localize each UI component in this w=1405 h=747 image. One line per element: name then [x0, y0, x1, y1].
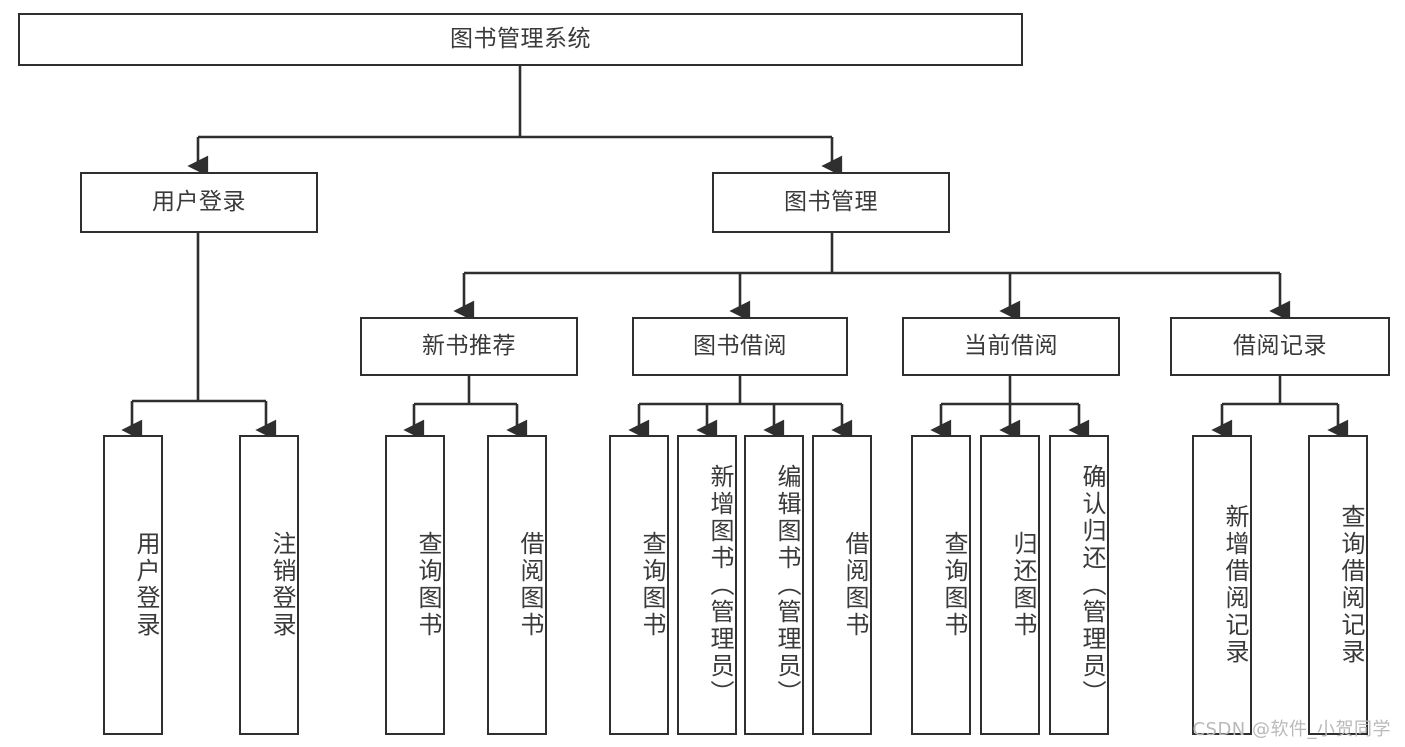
- node-current-borrow[interactable]: 当前借阅: [902, 317, 1120, 376]
- node-leaf-query-record-label: 查询借阅记录: [1337, 504, 1365, 666]
- node-leaf-logout-login[interactable]: 注销登录: [239, 435, 299, 735]
- node-leaf-add-record[interactable]: 新增借阅记录: [1192, 435, 1252, 735]
- node-leaf-query-book-1-label: 查询图书: [414, 531, 442, 639]
- node-leaf-borrow-book-2-label: 借阅图书: [841, 531, 869, 639]
- node-leaf-borrow-book-1-label: 借阅图书: [516, 531, 544, 639]
- node-leaf-add-record-label: 新增借阅记录: [1221, 504, 1249, 666]
- node-book-borrow-label: 图书借阅: [693, 332, 787, 359]
- node-leaf-add-book-label: 新增图书（管理员）: [706, 463, 734, 707]
- node-leaf-confirm-return[interactable]: 确认归还（管理员）: [1049, 435, 1109, 735]
- node-leaf-return-book-label: 归还图书: [1009, 531, 1037, 639]
- node-leaf-borrow-book-2[interactable]: 借阅图书: [812, 435, 872, 735]
- node-book-borrow[interactable]: 图书借阅: [632, 317, 848, 376]
- node-leaf-query-book-2-label: 查询图书: [638, 531, 666, 639]
- watermark-text: CSDN @软件_小贺同学: [1192, 719, 1391, 740]
- node-current-borrow-label: 当前借阅: [964, 332, 1058, 359]
- node-leaf-user-login[interactable]: 用户登录: [103, 435, 163, 735]
- node-leaf-confirm-return-label: 确认归还（管理员）: [1078, 463, 1106, 707]
- node-leaf-query-book-3[interactable]: 查询图书: [911, 435, 971, 735]
- node-user-login-label: 用户登录: [152, 188, 246, 215]
- node-borrow-record[interactable]: 借阅记录: [1170, 317, 1390, 376]
- node-leaf-query-book-2[interactable]: 查询图书: [609, 435, 669, 735]
- node-leaf-query-book-3-label: 查询图书: [940, 531, 968, 639]
- node-leaf-borrow-book-1[interactable]: 借阅图书: [487, 435, 547, 735]
- node-leaf-add-book[interactable]: 新增图书（管理员）: [677, 435, 737, 735]
- node-leaf-logout-login-label: 注销登录: [268, 531, 296, 639]
- node-leaf-query-record[interactable]: 查询借阅记录: [1308, 435, 1368, 735]
- node-new-book-recommend-label: 新书推荐: [422, 332, 516, 359]
- node-root-label: 图书管理系统: [450, 25, 591, 52]
- node-root[interactable]: 图书管理系统: [18, 13, 1023, 66]
- node-leaf-edit-book[interactable]: 编辑图书（管理员）: [744, 435, 804, 735]
- node-leaf-return-book[interactable]: 归还图书: [980, 435, 1040, 735]
- node-leaf-query-book-1[interactable]: 查询图书: [385, 435, 445, 735]
- node-book-management[interactable]: 图书管理: [712, 172, 950, 233]
- node-leaf-user-login-label: 用户登录: [132, 531, 160, 639]
- node-borrow-record-label: 借阅记录: [1233, 332, 1327, 359]
- node-user-login[interactable]: 用户登录: [80, 172, 318, 233]
- node-book-management-label: 图书管理: [784, 188, 878, 215]
- node-new-book-recommend[interactable]: 新书推荐: [360, 317, 578, 376]
- node-leaf-edit-book-label: 编辑图书（管理员）: [773, 463, 801, 707]
